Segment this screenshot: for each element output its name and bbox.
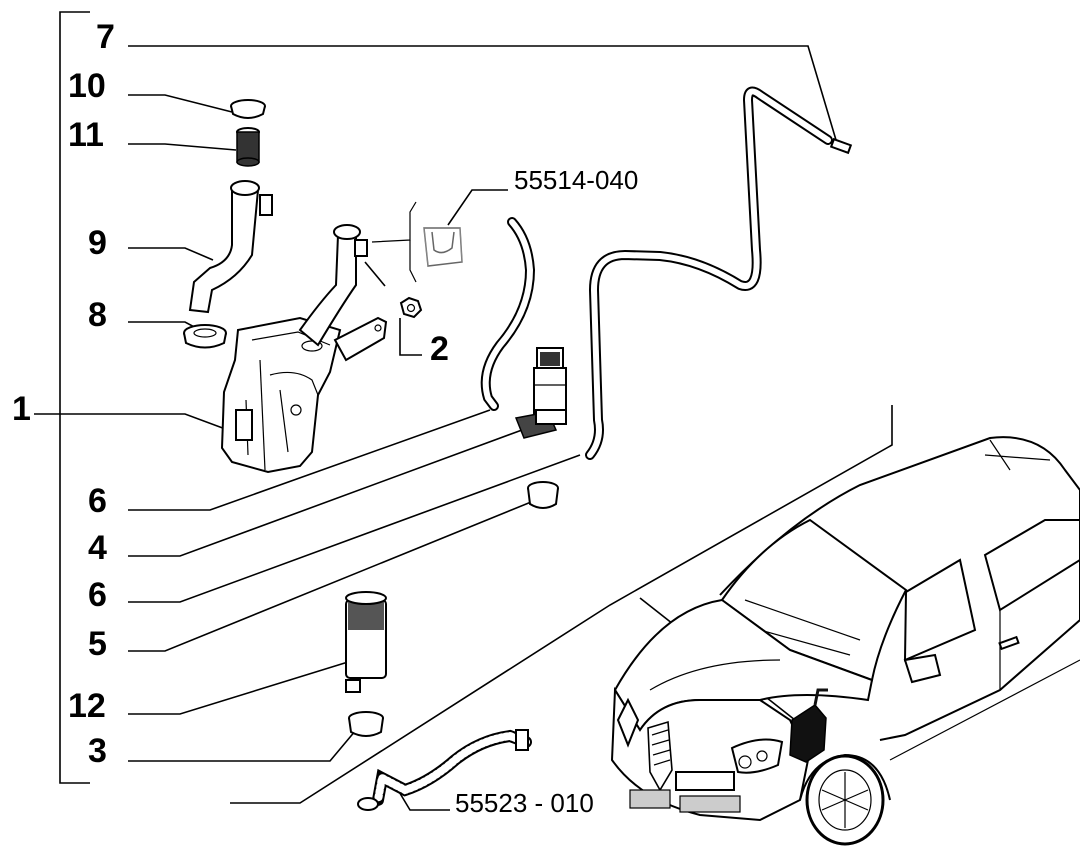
nut [399, 296, 423, 319]
part-number-clip: 55514-040 [514, 165, 638, 195]
label-7: 7 [96, 18, 115, 56]
label-3: 3 [88, 732, 107, 770]
washer-reservoir [220, 224, 388, 474]
filler-neck [188, 180, 273, 314]
label-2: 2 [430, 330, 449, 368]
label-12: 12 [68, 687, 106, 725]
leader-lines [34, 45, 893, 811]
washer-pump [514, 347, 567, 439]
label-6-lower: 6 [88, 576, 107, 614]
group-bracket [59, 11, 90, 784]
strainer [236, 127, 260, 167]
hose-short [480, 217, 536, 411]
label-5: 5 [88, 625, 107, 663]
plug [527, 481, 559, 509]
car-illustration [610, 436, 1080, 846]
corrugated-hose [357, 729, 532, 811]
hose-long [585, 86, 853, 460]
label-11: 11 [68, 116, 104, 154]
filler-cap [230, 99, 266, 119]
label-4: 4 [88, 529, 107, 567]
part-number-hose: 55523 - 010 [455, 788, 594, 818]
label-10: 10 [68, 67, 106, 105]
label-6-upper: 6 [88, 482, 107, 520]
grommet [183, 324, 227, 349]
hose-clip [423, 227, 463, 267]
rear-washer-pump [345, 591, 387, 693]
label-1: 1 [12, 390, 31, 428]
label-9: 9 [88, 224, 107, 262]
label-8: 8 [88, 296, 107, 334]
pump-grommet [348, 711, 384, 737]
